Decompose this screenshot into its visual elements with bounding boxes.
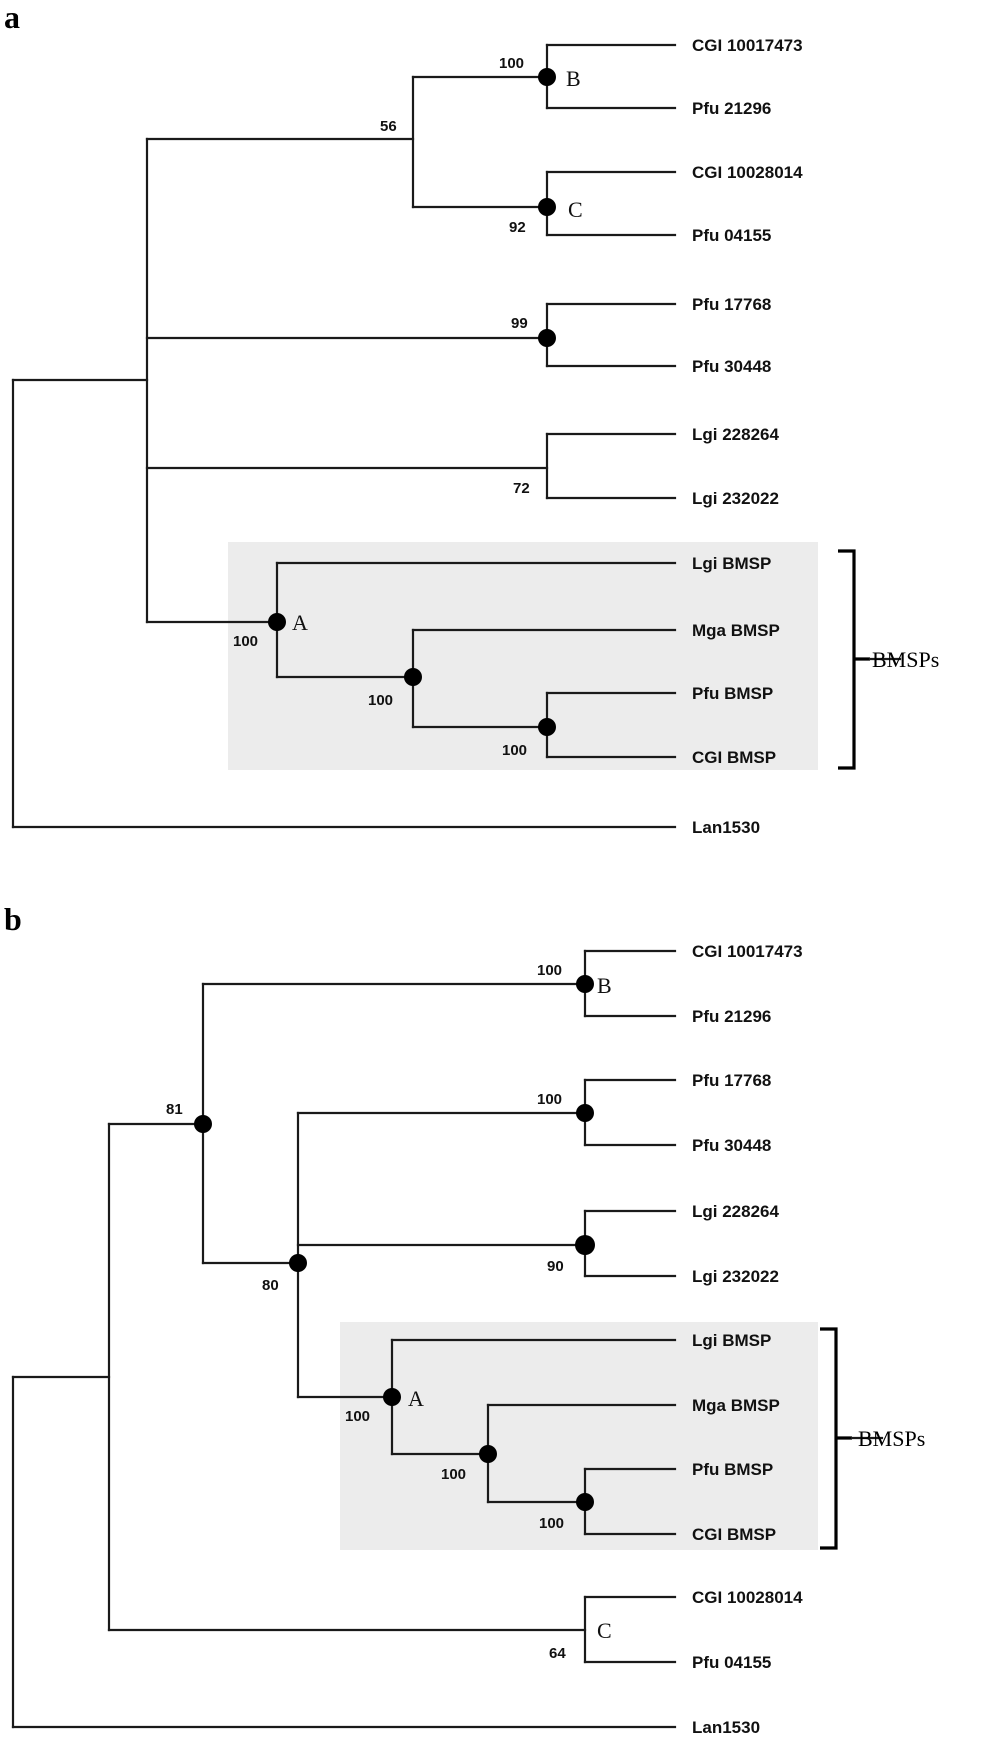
leaf-label: Lan1530 <box>692 1718 760 1737</box>
panel-a-branches <box>11 43 677 829</box>
leaf-label: CGI 10028014 <box>692 163 803 182</box>
bootstrap-value: 99 <box>511 315 528 332</box>
leaf-label: Pfu 21296 <box>692 99 771 118</box>
node-label-b: B <box>566 66 581 91</box>
panel-a-group-label: BMSPs <box>872 647 939 672</box>
leaf-label: Pfu BMSP <box>692 1460 773 1479</box>
panel-a-label: a <box>4 0 20 35</box>
bootstrap-value: 90 <box>547 1258 564 1275</box>
leaf-label: Pfu BMSP <box>692 684 773 703</box>
leaf-label: CGI 10017473 <box>692 942 803 961</box>
leaf-label: Lgi 228264 <box>692 1202 779 1221</box>
panel-b-bmsp-highlight <box>340 1322 818 1550</box>
panel-a-leaf-labels: CGI 10017473 Pfu 21296 CGI 10028014 Pfu … <box>692 36 803 837</box>
panel-b-nodes <box>194 975 595 1511</box>
panel-b-bmsp-bracket <box>820 1327 852 1550</box>
bootstrap-value: 100 <box>345 1408 370 1425</box>
node-dot <box>576 1104 594 1122</box>
panel-a-bootstrap-values: 100 92 56 99 72 100 100 100 <box>233 55 530 759</box>
node-dot <box>404 668 422 686</box>
panel-a-bmsp-highlight <box>228 542 818 770</box>
leaf-label: Pfu 04155 <box>692 226 771 245</box>
leaf-label: Pfu 30448 <box>692 1136 771 1155</box>
leaf-label: Pfu 21296 <box>692 1007 771 1026</box>
bootstrap-value: 64 <box>549 1645 566 1662</box>
leaf-label: Pfu 30448 <box>692 357 771 376</box>
panel-a-nodes <box>268 68 556 736</box>
node-label-c: C <box>568 197 583 222</box>
node-label-a: A <box>292 610 308 635</box>
node-label-c: C <box>597 1618 612 1643</box>
leaf-label: Lan1530 <box>692 818 760 837</box>
panel-b: b <box>4 901 925 1737</box>
leaf-label: Pfu 17768 <box>692 295 771 314</box>
leaf-label: Mga BMSP <box>692 1396 780 1415</box>
panel-a-node-labels: B C A <box>292 66 583 635</box>
bootstrap-value: 100 <box>502 742 527 759</box>
bootstrap-value: 80 <box>262 1277 279 1294</box>
node-dot <box>479 1445 497 1463</box>
panel-b-group-label: BMSPs <box>858 1426 925 1451</box>
bootstrap-value: 92 <box>509 219 526 236</box>
leaf-label: Lgi 232022 <box>692 1267 779 1286</box>
panel-b-bootstrap-values: 100 100 90 81 80 100 100 100 64 <box>166 962 566 1662</box>
bootstrap-value: 72 <box>513 480 530 497</box>
panel-a-bmsp-bracket <box>838 549 870 770</box>
leaf-label: CGI 10028014 <box>692 1588 803 1607</box>
node-dot <box>383 1388 401 1406</box>
panel-a: a <box>4 0 939 837</box>
node-dot <box>538 68 556 86</box>
leaf-label: Pfu 17768 <box>692 1071 771 1090</box>
leaf-label: Pfu 04155 <box>692 1653 771 1672</box>
bootstrap-value: 100 <box>539 1515 564 1532</box>
node-dot <box>576 1493 594 1511</box>
leaf-label: Lgi 228264 <box>692 425 779 444</box>
node-dot <box>268 613 286 631</box>
bootstrap-value: 100 <box>368 692 393 709</box>
bootstrap-value: 100 <box>537 962 562 979</box>
bootstrap-value: 56 <box>380 118 397 135</box>
node-dot <box>538 329 556 347</box>
leaf-label: CGI 10017473 <box>692 36 803 55</box>
node-label-b: B <box>597 973 612 998</box>
node-dot <box>194 1115 212 1133</box>
panel-b-label: b <box>4 901 22 937</box>
panel-b-node-labels: B A C <box>408 973 612 1643</box>
node-dot <box>289 1254 307 1272</box>
leaf-label: Lgi BMSP <box>692 554 771 573</box>
panel-b-leaf-labels: CGI 10017473 Pfu 21296 Pfu 17768 Pfu 304… <box>692 942 803 1737</box>
bootstrap-value: 100 <box>537 1091 562 1108</box>
bootstrap-value: 81 <box>166 1101 183 1118</box>
leaf-label: Lgi 232022 <box>692 489 779 508</box>
node-dot <box>538 198 556 216</box>
node-dot <box>538 718 556 736</box>
bootstrap-value: 100 <box>233 633 258 650</box>
leaf-label: CGI BMSP <box>692 1525 776 1544</box>
node-dot <box>576 975 594 993</box>
bootstrap-value: 100 <box>441 1466 466 1483</box>
leaf-label: CGI BMSP <box>692 748 776 767</box>
leaf-label: Mga BMSP <box>692 621 780 640</box>
node-label-a: A <box>408 1386 424 1411</box>
bootstrap-value: 100 <box>499 55 524 72</box>
node-dot <box>575 1235 595 1255</box>
leaf-label: Lgi BMSP <box>692 1331 771 1350</box>
